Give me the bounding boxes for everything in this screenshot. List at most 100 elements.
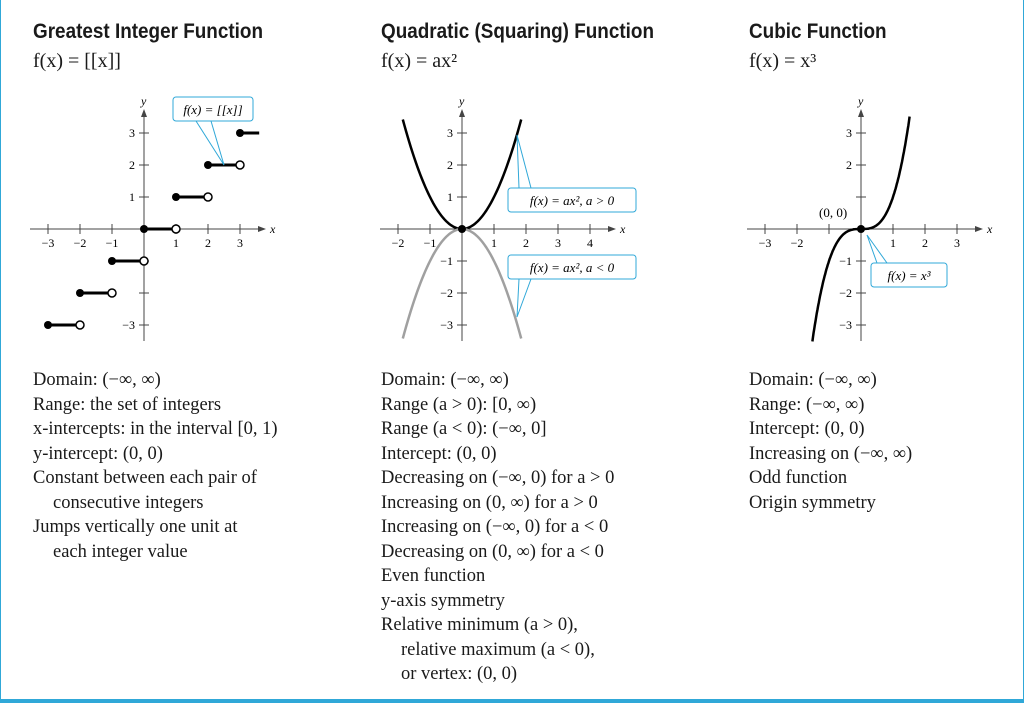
x-axis-label: x (986, 222, 993, 236)
x-tick-label: 1 (890, 236, 896, 250)
cubic-title: Cubic Function (749, 20, 887, 43)
y-tick-label: 1 (129, 190, 135, 204)
quadratic-negative-callout-text: f(x) = ax², a < 0 (530, 260, 615, 275)
x-tick-label: 3 (237, 236, 243, 250)
x-tick-label: 4 (587, 236, 593, 250)
x-tick-label: −3 (759, 236, 772, 250)
y-tick-label: −2 (440, 286, 453, 300)
x-axis-arrow-icon (975, 226, 983, 232)
y-axis-label: y (140, 94, 147, 108)
quadratic-formula: f(x) = ax² (381, 50, 458, 72)
closed-endpoint (108, 257, 116, 265)
quadratic-negative-callout-pointer (516, 278, 532, 318)
x-tick-label: 3 (954, 236, 960, 250)
property-line: Range: (−∞, ∞) (749, 394, 865, 415)
y-axis-arrow-icon (459, 109, 465, 117)
y-tick-label: −3 (122, 318, 135, 332)
x-tick-label: 1 (173, 236, 179, 250)
x-tick-label: −2 (74, 236, 87, 250)
x-axis-label: x (269, 222, 276, 236)
property-line: Domain: (−∞, ∞) (749, 370, 877, 390)
quadratic-negative-callout-box (507, 254, 637, 280)
y-axis-arrow-icon (141, 109, 147, 117)
x-tick-label: 2 (523, 236, 529, 250)
closed-endpoint (172, 193, 180, 201)
property-line: consecutive integers (53, 492, 204, 513)
closed-endpoint (236, 129, 244, 137)
greatest-integer-formula: f(x) = [[x]] (33, 50, 121, 72)
x-tick-label: 2 (922, 236, 928, 250)
property-line: Odd function (749, 468, 848, 488)
greatest-integer-title: Greatest Integer Function (33, 20, 263, 43)
closed-endpoint (140, 225, 148, 233)
property-line: Domain: (−∞, ∞) (33, 370, 161, 390)
property-line: Decreasing on (0, ∞) for a < 0 (381, 541, 604, 562)
property-line: Increasing on (−∞, ∞) (749, 443, 913, 464)
closed-endpoint (44, 321, 52, 329)
x-tick-label: −3 (42, 236, 55, 250)
property-line: Jumps vertically one unit at (33, 517, 238, 537)
cubic-formula: f(x) = x³ (749, 50, 817, 72)
y-tick-label: 2 (129, 158, 135, 172)
property-line: Relative minimum (a > 0), (381, 615, 578, 635)
property-line: x-intercepts: in the interval [0, 1) (33, 419, 278, 439)
x-axis-arrow-icon (258, 226, 266, 232)
property-line: Intercept: (0, 0) (381, 443, 497, 464)
property-line: Range: the set of integers (33, 394, 222, 415)
y-tick-label: 2 (846, 158, 852, 172)
x-tick-label: 3 (555, 236, 561, 250)
x-tick-label: −1 (424, 236, 437, 250)
vertex-point (458, 225, 466, 233)
greatest-integer-callout-pointer (195, 120, 225, 166)
property-line: y-intercept: (0, 0) (33, 443, 163, 464)
property-line: relative maximum (a < 0), (401, 639, 595, 660)
greatest-integer-callout-text: f(x) = [[x]] (183, 102, 242, 117)
property-line: Even function (381, 566, 486, 586)
greatest-integer-callout-box (172, 96, 254, 122)
property-line: Decreasing on (−∞, 0) for a > 0 (381, 468, 615, 488)
x-tick-label: −2 (791, 236, 804, 250)
property-line: Increasing on (−∞, 0) for a < 0 (381, 517, 609, 537)
property-line: Range (a > 0): [0, ∞) (381, 394, 537, 415)
y-tick-label: −1 (440, 254, 453, 268)
cubic-callout-text: f(x) = x³ (888, 268, 932, 283)
x-axis-label: x (619, 222, 626, 236)
open-endpoint (235, 160, 245, 170)
y-axis-label: y (458, 94, 465, 108)
property-line: Range (a < 0): (−∞, 0] (381, 419, 547, 439)
property-line: Domain: (−∞, ∞) (381, 370, 509, 390)
cubic-callout-pointer (866, 234, 888, 264)
quadratic-properties: Domain: (−∞, ∞) Range (a > 0): [0, ∞) Rang… (381, 368, 614, 687)
cubic-properties: Domain: (−∞, ∞)Range: (−∞, ∞)Intercept: … (749, 368, 912, 515)
y-tick-label: 1 (447, 190, 453, 204)
property-line: Increasing on (0, ∞) for a > 0 (381, 492, 598, 513)
x-tick-label: −2 (392, 236, 405, 250)
open-endpoint (75, 320, 85, 330)
property-line: each integer value (53, 541, 188, 562)
property-line: Constant between each pair of (33, 468, 257, 488)
y-tick-label: −3 (440, 318, 453, 332)
quadratic-positive-callout-text: f(x) = ax², a > 0 (530, 193, 615, 208)
y-tick-label: 2 (447, 158, 453, 172)
origin-point (857, 225, 865, 233)
y-tick-label: −2 (839, 286, 852, 300)
y-axis-arrow-icon (858, 109, 864, 117)
quadratic-positive-callout-pointer (516, 134, 532, 189)
property-line: Origin symmetry (749, 492, 876, 513)
cubic-callout-box (870, 262, 948, 288)
x-tick-label: 1 (491, 236, 497, 250)
quadratic-positive-callout-box (507, 187, 637, 213)
quadratic-title: Quadratic (Squaring) Function (381, 20, 655, 43)
open-endpoint (139, 256, 149, 266)
y-axis-label: y (857, 94, 864, 108)
y-tick-label: −3 (839, 318, 852, 332)
open-endpoint (107, 288, 117, 298)
y-tick-label: 3 (846, 126, 852, 140)
open-endpoint (203, 192, 213, 202)
x-tick-label: −1 (106, 236, 119, 250)
closed-endpoint (76, 289, 84, 297)
